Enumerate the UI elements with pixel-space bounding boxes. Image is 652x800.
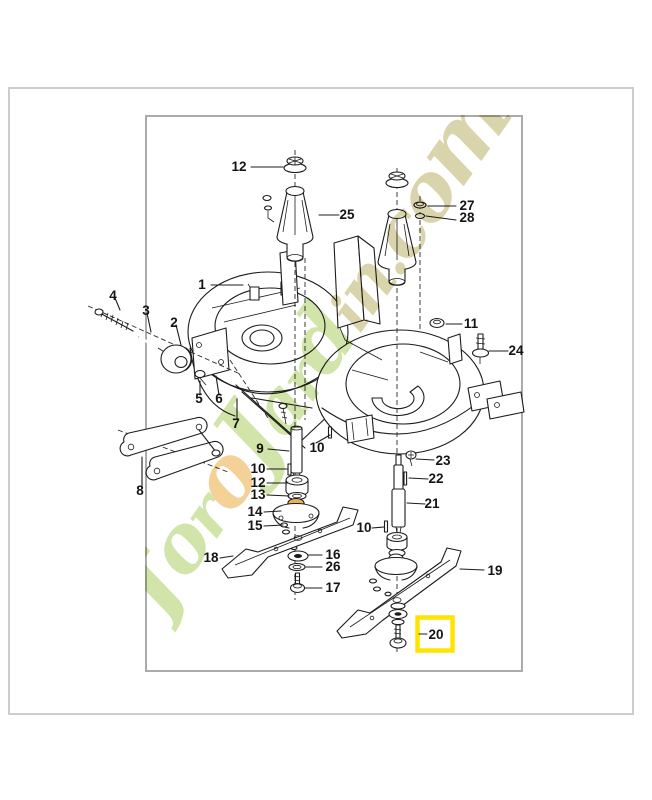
- part-label-23: 23: [435, 453, 451, 468]
- rod-4: [94, 308, 134, 332]
- part-label-10: 10: [356, 520, 371, 535]
- pin-10-upper: [327, 426, 333, 439]
- part-label-21: 21: [424, 496, 440, 511]
- right-spindle-housing: [368, 553, 418, 597]
- part-label-1: 1: [198, 277, 206, 292]
- part-label-7: 7: [232, 416, 240, 431]
- part-label-10: 10: [309, 440, 324, 455]
- part-label-28: 28: [459, 210, 475, 225]
- nut-11: [429, 317, 445, 329]
- blade-19: [336, 547, 462, 639]
- flanged-nut-top-right: [385, 171, 409, 189]
- part-label-13: 13: [250, 487, 266, 502]
- right-deck-housing: [315, 235, 525, 455]
- part-label-18: 18: [203, 550, 219, 565]
- bolt-24: [471, 333, 490, 364]
- part-label-5: 5: [195, 391, 203, 406]
- part-label-14: 14: [247, 504, 263, 519]
- shaft-21: [391, 454, 406, 540]
- part-label-12: 12: [231, 159, 246, 174]
- bottom-washer-stack: [388, 602, 408, 626]
- shaft-9: [290, 425, 303, 480]
- highlight-box-20: [415, 615, 455, 653]
- leader-lines: [114, 166, 509, 589]
- part-label-25: 25: [339, 207, 355, 222]
- part-label-15: 15: [247, 518, 263, 533]
- highlight-box: [415, 615, 455, 653]
- part-label-27: 27: [459, 198, 474, 213]
- part-label-11: 11: [464, 316, 479, 331]
- washer-27-nut-28: [413, 201, 427, 220]
- flanged-nut-12: [283, 156, 307, 174]
- part-label-20-highlighted: 20: [428, 627, 443, 642]
- washer-26: [288, 562, 306, 572]
- bolt-7: [278, 402, 288, 425]
- blade-18: [221, 506, 359, 579]
- part-label-3: 3: [142, 303, 150, 318]
- part-label-4: 4: [109, 288, 117, 303]
- part-label-12: 12: [250, 475, 265, 490]
- nut-5: [194, 369, 207, 386]
- cone-cover-25: [262, 185, 314, 262]
- pin-10-left: [287, 463, 292, 476]
- part-label-16: 16: [325, 547, 341, 562]
- part-label-26: 26: [325, 559, 341, 574]
- part-label-19: 19: [487, 563, 502, 578]
- part-label-6: 6: [215, 391, 223, 406]
- pin-22: [403, 471, 408, 486]
- screw-23: [405, 450, 417, 467]
- part-label-22: 22: [428, 471, 443, 486]
- part-label-8: 8: [136, 483, 144, 498]
- part-label-2: 2: [170, 315, 178, 330]
- linkage-8: [119, 416, 224, 481]
- pin-10-right: [383, 520, 389, 533]
- part-label-9: 9: [256, 441, 264, 456]
- right-bearing: [386, 531, 408, 558]
- washer-16: [287, 550, 309, 562]
- part-label-24: 24: [508, 343, 524, 358]
- bolt-20: [389, 624, 407, 649]
- roller-2: [160, 344, 193, 374]
- bolt-17: [289, 572, 306, 594]
- spindle-housing-14: [272, 497, 320, 529]
- cone-cover-right: [377, 208, 417, 286]
- part-label-17: 17: [325, 580, 340, 595]
- part-label-10: 10: [250, 461, 265, 476]
